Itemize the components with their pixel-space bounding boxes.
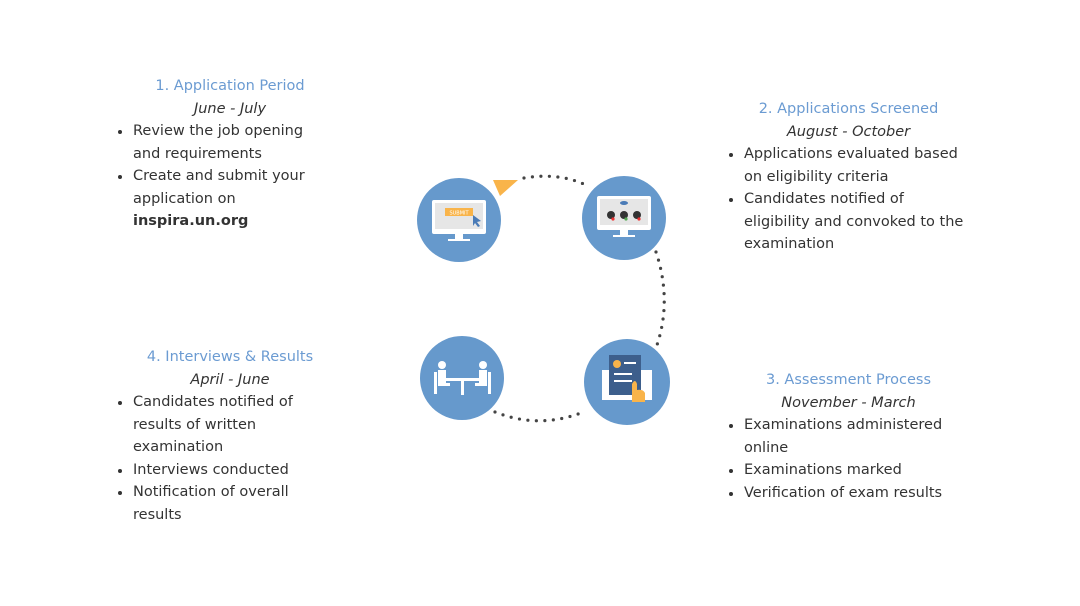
connector-dot	[654, 250, 658, 254]
bullet: Examinations administered online	[729, 414, 964, 459]
bullet: Review the job opening and requirements	[118, 120, 318, 165]
bullet: Interviews conducted	[118, 459, 313, 482]
connector-dot	[660, 275, 664, 279]
connector-dot	[556, 175, 560, 179]
connector-dot	[661, 317, 665, 321]
step-title: 3. Assessment Process	[765, 372, 932, 388]
bullet: Create and submit your application on ins…	[118, 165, 318, 233]
connector-dot	[509, 415, 513, 419]
connector-dot	[547, 174, 551, 178]
step-period: August - October	[786, 123, 911, 140]
connector-dot	[658, 266, 663, 270]
step-title: 1. Application Period	[155, 78, 305, 94]
interview-icon	[420, 336, 504, 420]
step-2-block: 2. Applications Screened August - Octobe…	[721, 98, 976, 256]
connector-dot	[655, 342, 659, 346]
step-1-block: 1. Application Period June - July Review…	[110, 75, 350, 233]
bullet: Notification of overall results	[118, 481, 313, 526]
connector-dot	[662, 291, 666, 296]
step-period: June - July	[193, 100, 267, 117]
step-title: 4. Interviews & Results	[146, 349, 314, 365]
screening-computer-icon	[582, 176, 666, 260]
step-period: November - March	[781, 394, 916, 411]
connector-dot	[658, 334, 662, 338]
connector-dot	[539, 174, 543, 178]
connector-dot	[551, 418, 555, 422]
connector-dot	[564, 176, 568, 180]
step-title: 2. Applications Screened	[758, 101, 939, 117]
connector-dot	[656, 258, 661, 262]
bullet-text: Create and submit your application on	[133, 168, 305, 207]
connector-dot	[568, 414, 572, 419]
connector-dot	[572, 178, 577, 183]
submit-label: SUBMIT	[449, 211, 469, 217]
dotted-connector	[493, 174, 666, 423]
connector-dot	[493, 410, 497, 414]
connector-dot	[662, 300, 666, 304]
step-3-block: 3. Assessment Process November - March E…	[721, 369, 976, 504]
connector-dot	[560, 416, 564, 421]
inspira-link-text: inspira.un.org	[133, 213, 249, 229]
connector-dot	[543, 419, 547, 423]
connector-dot	[522, 176, 526, 180]
connector-dot	[534, 419, 538, 423]
connector-dot	[576, 412, 580, 416]
connector-dot	[530, 175, 535, 179]
connector-dot	[660, 325, 664, 330]
connector-dot	[501, 413, 505, 417]
bullet: Candidates notified of eligibility and c…	[729, 188, 964, 256]
connector-dot	[580, 181, 585, 186]
step-period: April - June	[190, 371, 270, 388]
connector-dot	[661, 283, 665, 287]
connector-dot	[526, 418, 530, 422]
submit-computer-icon: SUBMIT	[417, 178, 501, 262]
exam-document-icon	[584, 339, 670, 425]
step-4-block: 4. Interviews & Results April - June Can…	[110, 346, 350, 526]
connector-dot	[517, 417, 522, 421]
connector-dot	[662, 308, 666, 313]
bullet: Examinations marked	[729, 459, 964, 482]
bullet: Applications evaluated based on eligibil…	[729, 143, 964, 188]
bullet: Candidates notified of results of writte…	[118, 391, 313, 459]
bullet: Verification of exam results	[729, 482, 964, 505]
arrow-head-icon	[493, 180, 518, 196]
